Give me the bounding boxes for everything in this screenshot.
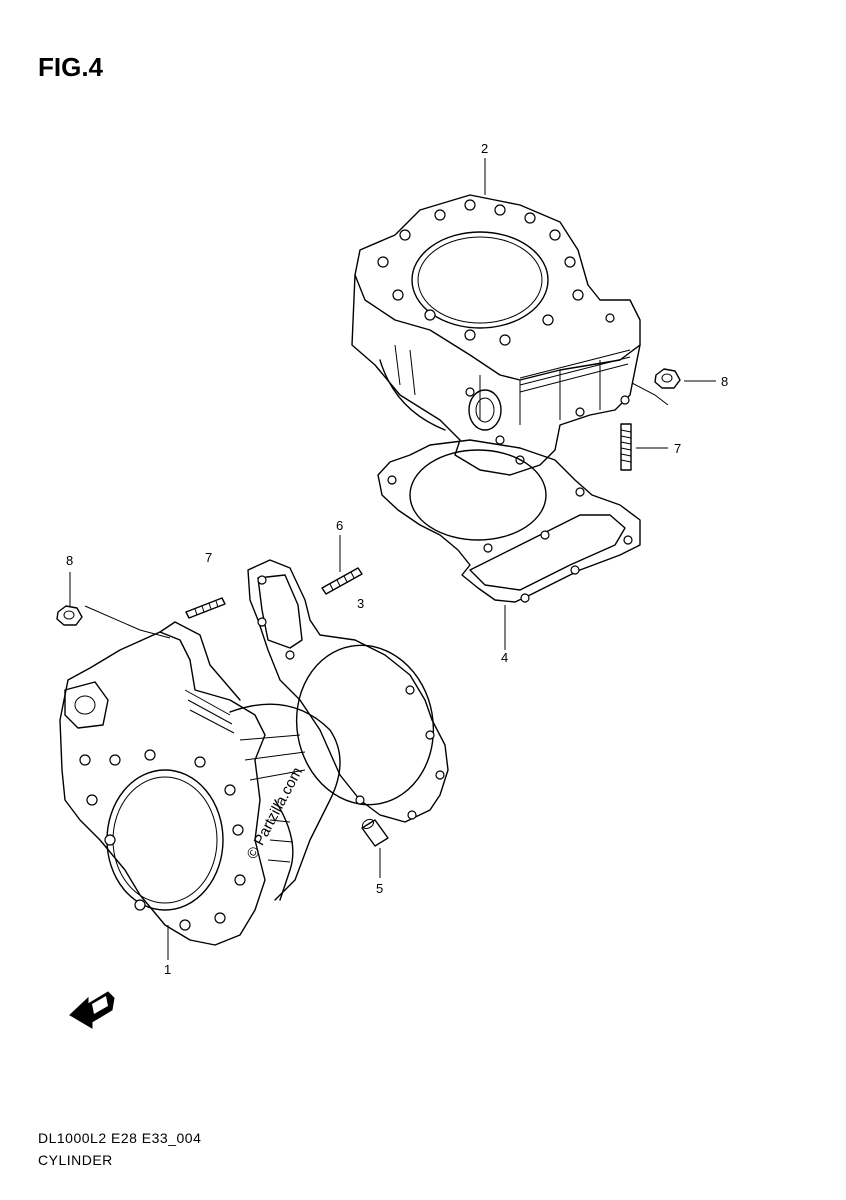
callout-1: 1 (164, 962, 171, 977)
callout-6: 6 (336, 518, 343, 533)
nut-part-8-upper[interactable] (654, 368, 681, 389)
figure-title: FIG.4 (38, 52, 104, 82)
callout-8-lower: 8 (66, 553, 73, 568)
front-cylinder-base-gasket-part-3[interactable] (247, 559, 449, 823)
stud-bolt-part-7-lower[interactable] (185, 597, 226, 619)
front-direction-arrow-icon (69, 991, 115, 1029)
front-cylinder-part-1[interactable] (59, 621, 341, 946)
leader-lines (69, 158, 716, 960)
stud-bolt-part-6[interactable] (321, 567, 363, 595)
stud-bolt-part-7-upper[interactable] (620, 423, 632, 471)
callout-2: 2 (481, 141, 488, 156)
callout-7-upper: 7 (674, 441, 681, 456)
rear-cylinder-base-gasket-part-4[interactable] (377, 439, 641, 603)
diagram-code: DL1000L2 E28 E33_004 (38, 1130, 202, 1146)
callout-5: 5 (376, 881, 383, 896)
rear-cylinder-part-2[interactable] (351, 194, 641, 476)
callout-8-upper: 8 (721, 374, 728, 389)
callout-3: 3 (357, 596, 364, 611)
callout-4: 4 (501, 650, 508, 665)
dowel-pin-part-5[interactable] (361, 818, 389, 847)
nut-part-8-lower[interactable] (56, 605, 83, 626)
diagram-name: CYLINDER (38, 1152, 113, 1168)
callout-7-lower: 7 (205, 550, 212, 565)
